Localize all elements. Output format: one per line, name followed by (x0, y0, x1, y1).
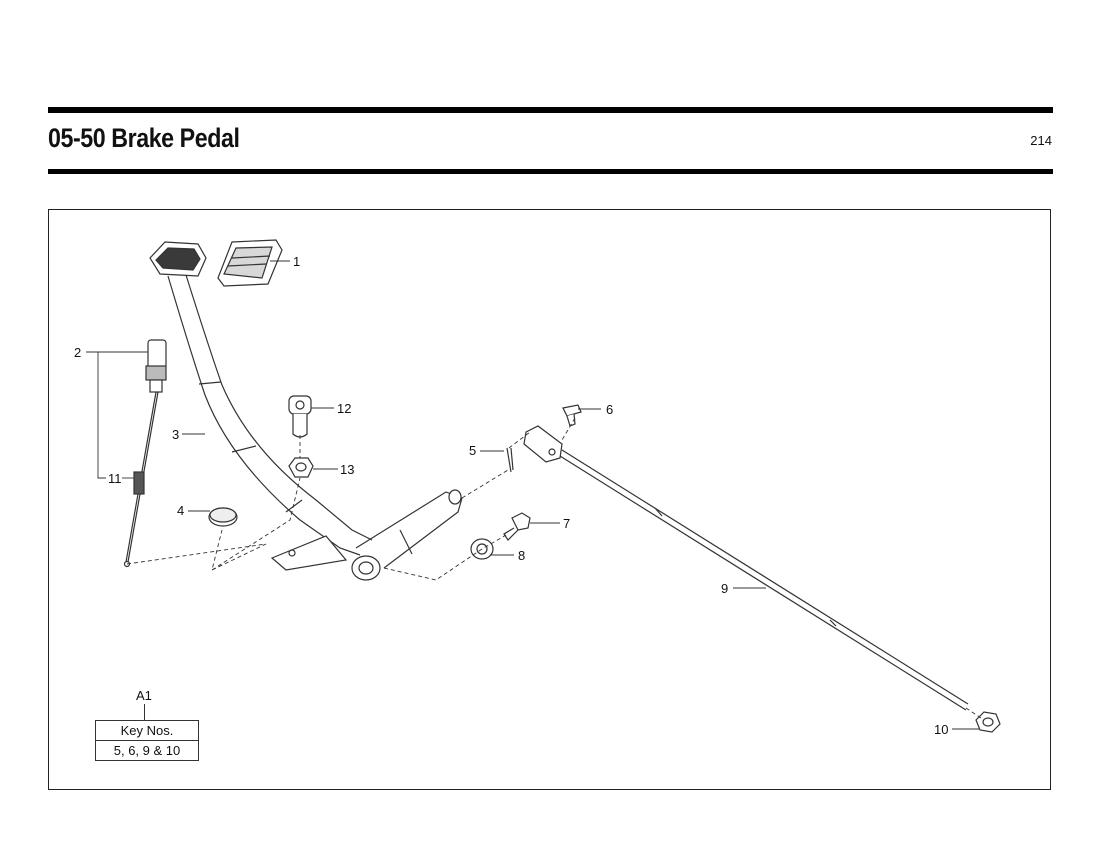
kit-key-header: Key Nos. (96, 721, 198, 741)
callout-10: 10 (934, 722, 948, 737)
page-number: 214 (1030, 133, 1052, 148)
callout-9: 9 (721, 581, 728, 596)
header-top-rule (48, 107, 1053, 113)
diagram-frame (48, 209, 1051, 790)
header-bottom-rule (48, 169, 1053, 174)
pedal-pad-on-arm (149, 241, 207, 277)
callout-5: 5 (469, 443, 476, 458)
brake-rod-part-9 (523, 425, 969, 711)
pedal-pad-part (217, 239, 283, 287)
kit-label: A1 (136, 688, 152, 703)
callout-11: 11 (108, 471, 122, 486)
page-title: 05-50 Brake Pedal (48, 123, 240, 153)
callout-7: 7 (563, 516, 570, 531)
pedal-arm (167, 274, 373, 556)
plug-part-4 (208, 507, 238, 527)
callout-2: 2 (74, 345, 81, 360)
callout-12: 12 (337, 401, 351, 416)
kit-key-table: Key Nos. 5, 6, 9 & 10 (95, 720, 199, 761)
nut-part-10 (975, 711, 1001, 733)
brake-switch-part (125, 339, 167, 563)
callout-8: 8 (518, 548, 525, 563)
kit-label-leader (144, 704, 145, 720)
bolt-part-12 (288, 395, 312, 438)
callout-13: 13 (340, 462, 354, 477)
bolt-part-7 (503, 512, 531, 541)
pedal-pivot-bracket (270, 489, 463, 581)
callout-3: 3 (172, 427, 179, 442)
callout-6: 6 (606, 402, 613, 417)
callout-4: 4 (177, 503, 184, 518)
cotter-pin-part-5 (506, 447, 514, 473)
nut-part-13 (288, 457, 314, 478)
kit-key-value: 5, 6, 9 & 10 (113, 743, 181, 758)
clevis-pin-part-6 (562, 404, 582, 427)
callout-1: 1 (293, 254, 300, 269)
